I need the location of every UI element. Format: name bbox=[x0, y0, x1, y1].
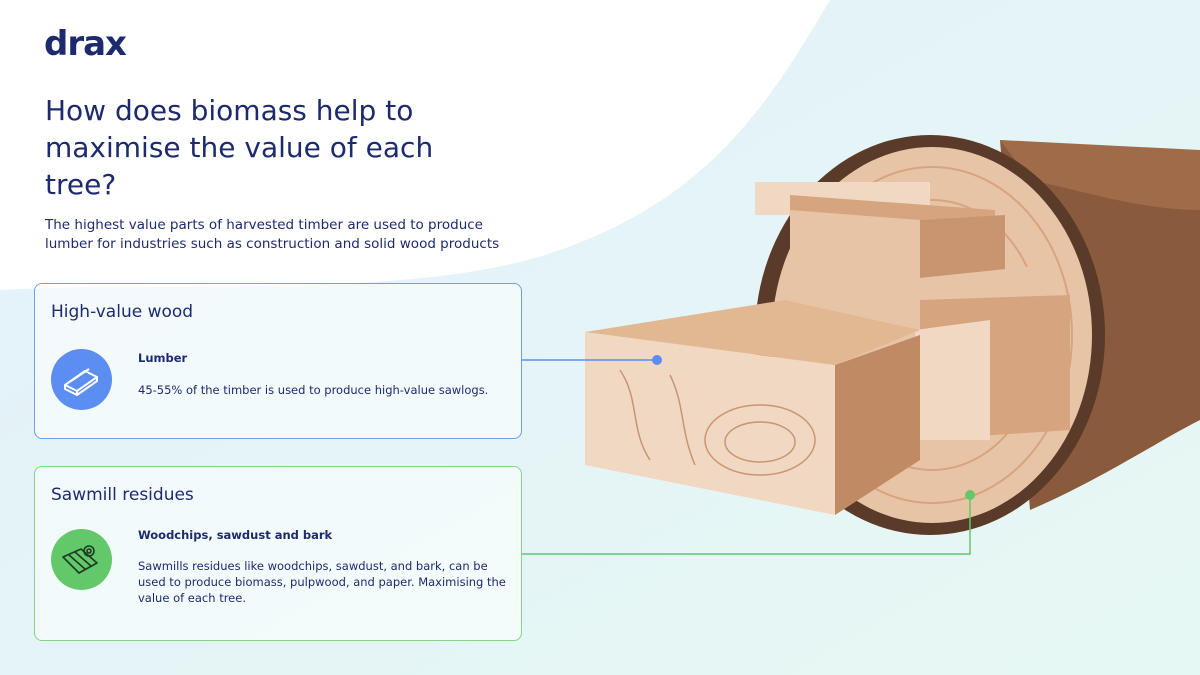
item-description: Sawmills residues like woodchips, sawdus… bbox=[138, 559, 506, 605]
high-value-wood-card: High-value wood Lumber 45-55% of the tim… bbox=[34, 283, 522, 439]
card-title: Sawmill residues bbox=[51, 485, 194, 505]
lumber-icon bbox=[51, 349, 112, 410]
woodchips-icon bbox=[51, 529, 112, 590]
card-title: High-value wood bbox=[51, 302, 194, 322]
log-illustration bbox=[585, 135, 1200, 535]
page-subtitle: The highest value parts of harvested tim… bbox=[45, 217, 500, 252]
page-title: How does biomass help to maximise the va… bbox=[45, 94, 434, 201]
item-title: Lumber bbox=[138, 351, 188, 365]
drax-logo: drax bbox=[44, 24, 127, 64]
item-title: Woodchips, sawdust and bark bbox=[138, 528, 333, 542]
item-description: 45-55% of the timber is used to produce … bbox=[138, 383, 489, 397]
sawmill-residues-card: Sawmill residues Woodchips, sawdust and … bbox=[34, 466, 522, 641]
